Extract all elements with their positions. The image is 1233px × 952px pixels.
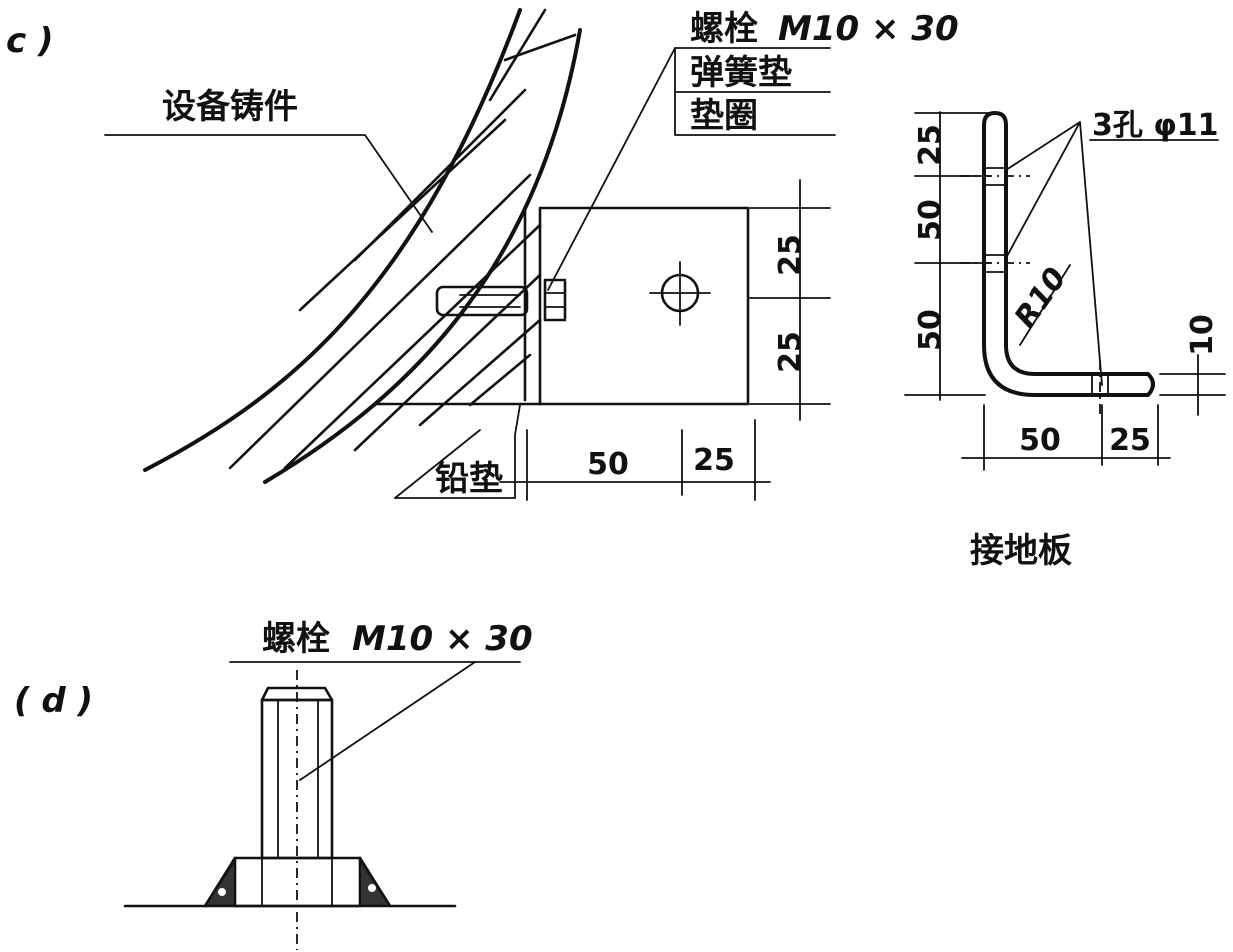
washer-label: 垫圈 [690,96,758,136]
casting-break-line-2 [503,33,577,62]
bolt-label-d: 螺栓 [262,619,330,659]
grounding-horizontal-dimensions [961,404,1171,471]
radius-leader [1019,264,1071,346]
grounding-plate-profile [982,111,1155,397]
dim-v-50-upper: 50 [913,199,948,241]
grounding-plate-title: 接地板 [970,531,1072,571]
radius-label: R10 [1008,261,1074,334]
casting-outer-curve [143,8,522,472]
label-table-lines [674,47,836,136]
spring-washer-label: 弹簧垫 [690,53,792,93]
lead-pad-leader [394,404,521,499]
dim-v-25: 25 [913,124,948,166]
dim-thickness: 10 [1185,314,1220,356]
grounding-vertical-dimensions [904,111,991,401]
thickness-dimension [1159,354,1226,416]
casting-inner-curve [263,28,582,484]
dim-h-25: 25 [1109,423,1151,458]
figure-d: ( d ) 螺栓 M10 × 30 [14,619,533,950]
lead-pad-label: 铅垫 [435,459,503,499]
figure-c-label: c ) [6,21,54,61]
figure-c: c ) 设备铸件 [6,8,959,501]
bolt-label-c: 螺栓 [690,9,758,49]
dim-vertical-bottom: 25 [773,331,808,373]
weld-fillets [203,856,392,907]
plate-horizontal-dimensions [499,419,771,501]
hole-leaders [1005,121,1103,386]
vertical-leg-holes [960,167,1030,273]
bolt-leader-d [299,661,476,781]
grounding-plate: 3孔 φ11 R10 25 50 50 10 50 25 接地板 [904,108,1226,571]
bolt-c [435,278,567,322]
hole-label: 3孔 φ11 [1092,108,1219,143]
dim-horizontal-50: 50 [587,447,629,482]
bolt-spec-d: M10 × 30 [352,619,533,659]
dim-v-50-lower: 50 [913,309,948,351]
plate-front-view [538,206,750,406]
casting-hatching [228,88,542,470]
figure-d-label: ( d ) [14,681,93,721]
bolt-spec-c: M10 × 30 [778,9,959,49]
casting-label: 设备铸件 [162,87,298,127]
dim-h-50: 50 [1019,423,1061,458]
dim-vertical-top: 25 [773,234,808,276]
casting-leader [104,134,433,233]
plate-hole [649,261,711,326]
dim-horizontal-25: 25 [693,443,735,478]
plate-vertical-dimensions [749,179,831,421]
bolt-leader-c [547,47,676,291]
